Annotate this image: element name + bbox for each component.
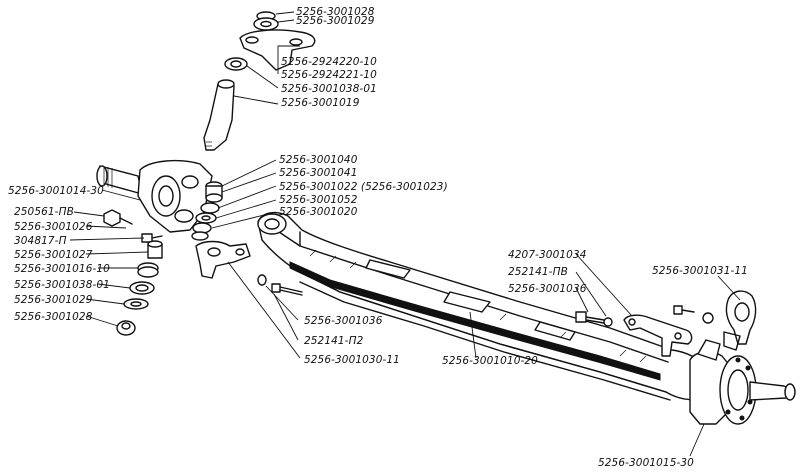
king-pin bbox=[203, 79, 235, 151]
label-5256-3001030-11: 5256-3001030-11 bbox=[304, 354, 400, 366]
arm-clamp-right bbox=[723, 290, 757, 351]
label-5256-3001027: 5256-3001027 bbox=[14, 249, 93, 261]
label-5256-3001038-01-left: 5256-3001038-01 bbox=[14, 279, 110, 291]
label-5256-2924220-10: 5256-2924220-10 bbox=[281, 56, 377, 68]
washer-5256-3001038 bbox=[129, 281, 155, 295]
label-252141-pv: 252141-ПВ bbox=[508, 266, 568, 278]
label-5256-3001041: 5256-3001041 bbox=[279, 167, 357, 179]
sleeve-5256-3001027 bbox=[147, 240, 163, 259]
label-5256-3001014-30: 5256-3001014-30 bbox=[8, 185, 104, 197]
label-5256-3001015-30: 5256-3001015-30 bbox=[598, 457, 694, 469]
label-5256-3001036-mid: 5256-3001036 bbox=[304, 315, 383, 327]
washer-top bbox=[224, 57, 248, 71]
label-4207-3001034: 4207-3001034 bbox=[508, 249, 586, 261]
cover-washer-top bbox=[253, 11, 279, 31]
leader-lines bbox=[69, 11, 741, 457]
label-5256-3001029-top: 5256-3001029 bbox=[296, 15, 375, 27]
washer-5256-3001029 bbox=[123, 298, 149, 310]
label-5256-3001020: 5256-3001020 bbox=[279, 206, 358, 218]
label-250561-pv: 250561-ПВ bbox=[14, 206, 74, 218]
label-5256-3001028-top: 5256-3001028 bbox=[296, 6, 375, 18]
left-knuckle-assembly bbox=[96, 159, 213, 233]
bolt-right bbox=[575, 311, 613, 327]
label-5256-3001019: 5256-3001019 bbox=[281, 97, 360, 109]
label-5256-3001016-10: 5256-3001016-10 bbox=[14, 263, 110, 275]
label-252141-p2: 252141-П2 bbox=[304, 335, 364, 347]
label-5256-3001038-01-top: 5256-3001038-01 bbox=[281, 83, 377, 95]
label-5256-3001022: 5256-3001022 (5256-3001023) bbox=[279, 181, 448, 193]
label-5256-3001036-right: 5256-3001036 bbox=[508, 283, 587, 295]
right-knuckle-assembly bbox=[689, 339, 796, 425]
bolt-right-2 bbox=[673, 305, 714, 324]
lower-arm-clamp bbox=[195, 240, 251, 279]
cap-5256-3001028 bbox=[116, 320, 136, 336]
label-5256-3001026: 5256-3001026 bbox=[14, 221, 93, 233]
steering-arm-right bbox=[623, 314, 693, 357]
label-5256-3001031-11: 5256-3001031-11 bbox=[652, 265, 748, 277]
bolt-mid bbox=[257, 274, 303, 296]
axle-beam bbox=[257, 211, 707, 401]
upper-arm-plate bbox=[239, 29, 316, 71]
label-5256-3001010-20: 5256-3001010-20 bbox=[442, 355, 538, 367]
label-5256-3001040: 5256-3001040 bbox=[279, 154, 358, 166]
label-5256-2924221-10: 5256-2924221-10 bbox=[281, 69, 377, 81]
label-304817-p: 304817-П bbox=[14, 235, 67, 247]
nut-250561 bbox=[103, 209, 133, 227]
label-5256-3001028-left: 5256-3001028 bbox=[14, 311, 93, 323]
callout-labels: 5256-3001028 5256-3001029 5256-2924220-1… bbox=[8, 6, 748, 469]
label-5256-3001029-left: 5256-3001029 bbox=[14, 294, 93, 306]
label-5256-3001052: 5256-3001052 bbox=[279, 194, 358, 206]
seal-5256-3001016 bbox=[137, 262, 159, 278]
